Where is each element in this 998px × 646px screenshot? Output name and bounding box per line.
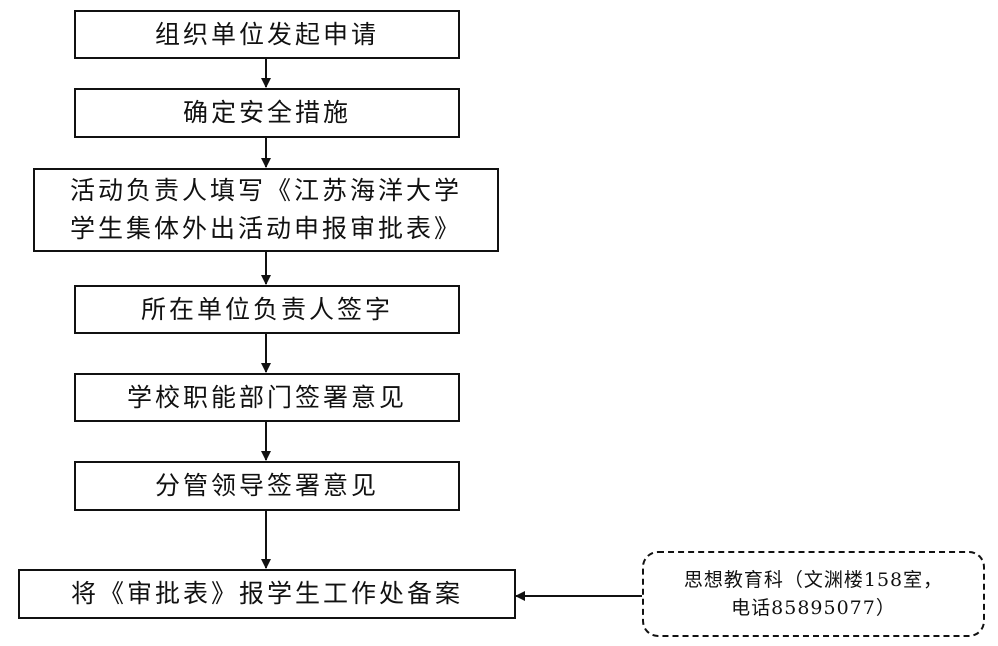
step-fill-form: 活动负责人填写《江苏海洋大学 学生集体外出活动申报审批表》	[33, 168, 499, 252]
step-file-record: 将《审批表》报学生工作处备案	[18, 569, 516, 619]
step-label-line1: 活动负责人填写《江苏海洋大学	[69, 176, 462, 205]
step-label: 学校职能部门签署意见	[126, 382, 407, 412]
step-label-line2: 学生集体外出活动申报审批表》	[69, 214, 462, 243]
step-label: 将《审批表》报学生工作处备案	[70, 579, 463, 608]
step-label: 组织单位发起申请	[154, 19, 379, 49]
step-department-opinion: 学校职能部门签署意见	[74, 373, 460, 422]
contact-note: 思想教育科（文渊楼158室， 电话85895077）	[642, 551, 985, 637]
step-safety-measures: 确定安全措施	[74, 88, 460, 138]
contact-note-line2: 电话85895077）	[731, 597, 896, 619]
contact-note-line1: 思想教育科（文渊楼158室，	[683, 569, 944, 591]
step-label: 分管领导签署意见	[154, 471, 379, 500]
step-organize-application: 组织单位发起申请	[74, 10, 460, 59]
step-label: 确定安全措施	[182, 98, 351, 127]
step-label: 所在单位负责人签字	[140, 294, 393, 324]
step-unit-sign: 所在单位负责人签字	[74, 285, 460, 334]
step-leader-opinion: 分管领导签署意见	[74, 461, 460, 511]
